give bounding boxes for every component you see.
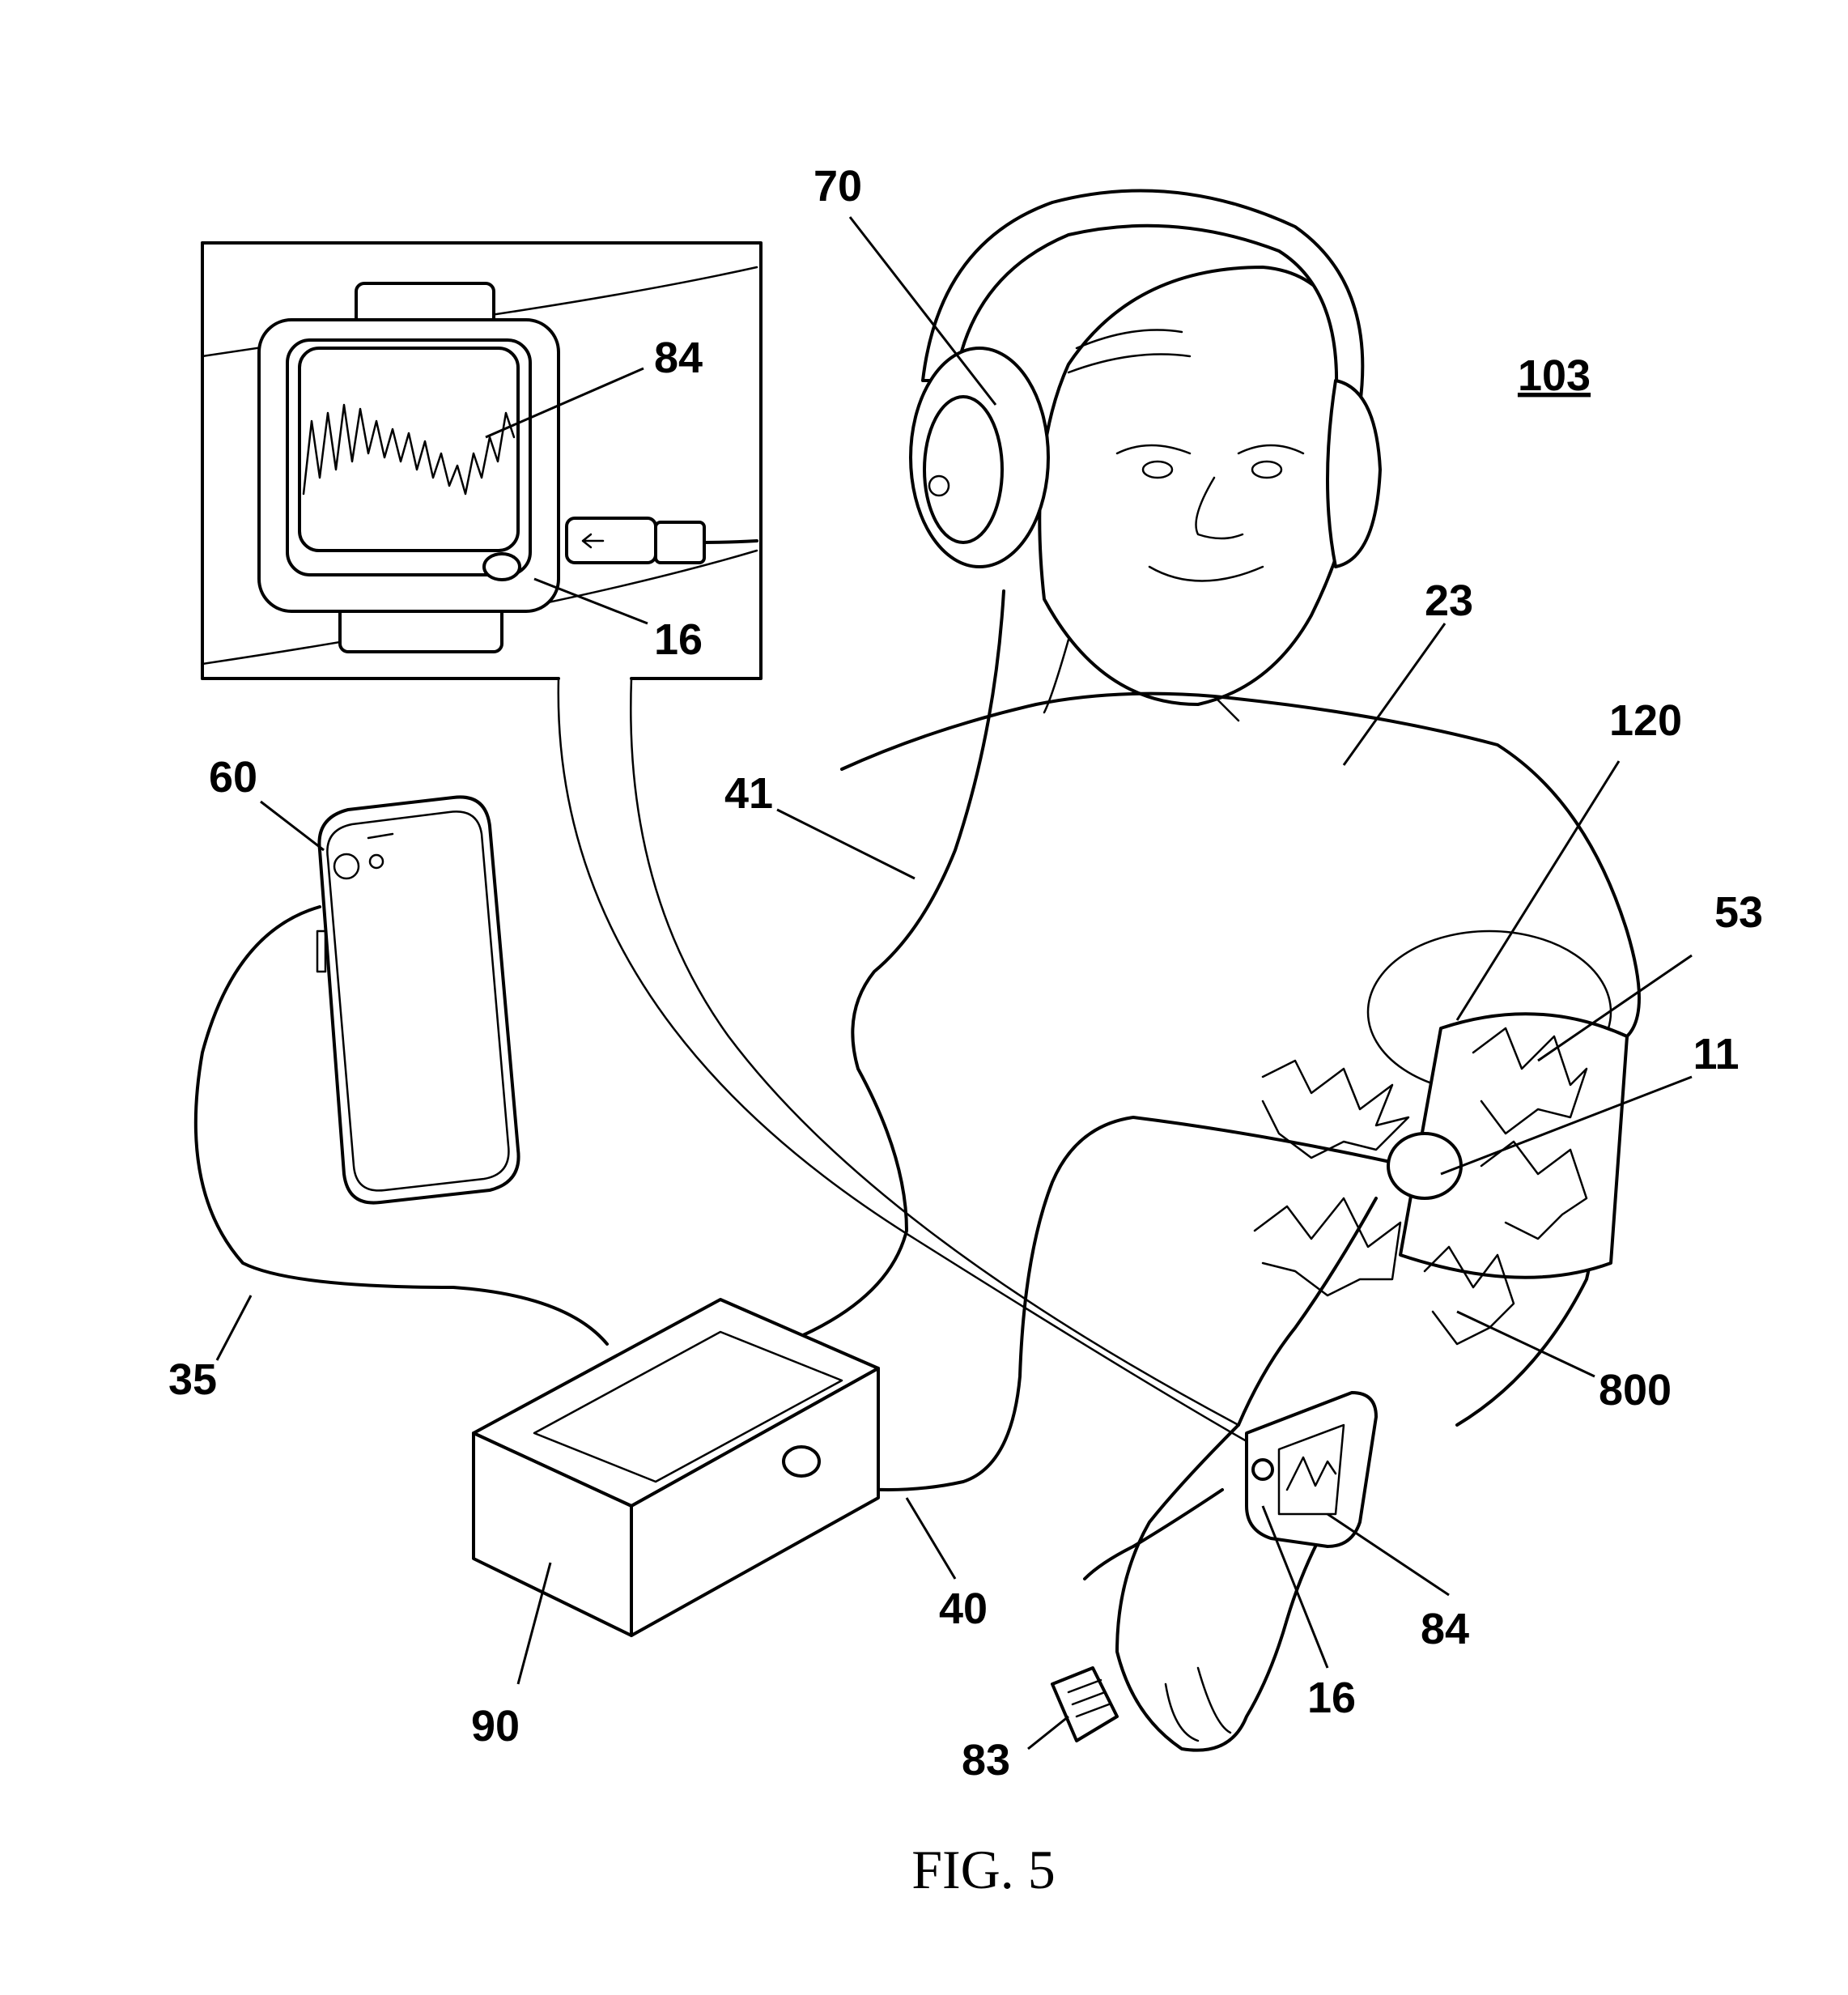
hand (1115, 1423, 1362, 1752)
phone-cable (193, 905, 609, 1346)
inset-button (482, 552, 521, 581)
ref-cuff-field: 53 (1714, 888, 1763, 937)
leader-lines (215, 216, 1693, 1750)
finger-clip (1051, 1488, 1224, 1742)
wrist-button (1251, 1458, 1274, 1481)
headphones (909, 189, 1382, 568)
ref-finger-clip: 83 (962, 1736, 1010, 1784)
ref-body: 23 (1425, 576, 1473, 625)
inset-waveform (302, 403, 516, 496)
headphone-cable (800, 589, 1005, 1338)
inset-detail (201, 241, 763, 680)
arm-cuff (1253, 929, 1629, 1346)
ref-cable-wrist: 40 (939, 1585, 988, 1633)
ref-wrist-button: 16 (1307, 1674, 1356, 1722)
wrist-display (1245, 1391, 1378, 1548)
ref-cuff: 120 (1609, 696, 1682, 745)
ref-cuff-node: 11 (1693, 1030, 1739, 1078)
ref-headphones: 70 (814, 162, 862, 211)
inset-screen (298, 347, 520, 552)
ref-inset-button: 16 (654, 615, 703, 664)
ref-inset-display: 84 (654, 334, 703, 382)
ref-hub: 90 (471, 1702, 520, 1750)
figure-caption: FIG. 5 (911, 1839, 1056, 1900)
ref-system: 103 (1518, 351, 1591, 400)
hub (472, 1298, 880, 1637)
wrist-cable (808, 1116, 1410, 1491)
ref-wrist-display: 84 (1421, 1605, 1469, 1653)
phone (316, 795, 520, 1205)
ref-vibration: 800 (1599, 1366, 1672, 1414)
cuff-node (1387, 1132, 1463, 1200)
inset-callout-lines (557, 677, 1248, 1443)
ref-cable-headphones: 41 (724, 769, 773, 818)
ref-cable-phone: 35 (168, 1355, 217, 1404)
ref-phone: 60 (209, 753, 257, 802)
